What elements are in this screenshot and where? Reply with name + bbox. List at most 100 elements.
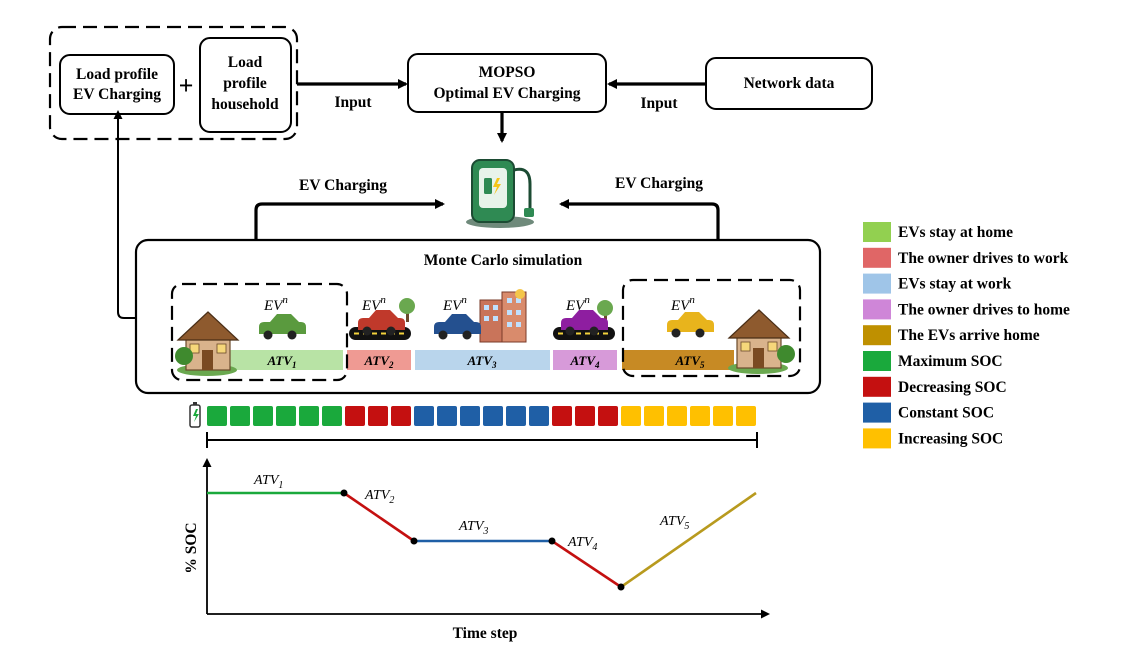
ev-n-label: EVn xyxy=(670,294,695,314)
legend-swatch xyxy=(863,428,891,449)
soc-cell xyxy=(667,406,687,426)
soc-cell xyxy=(368,406,388,426)
home-start-dashed-frame xyxy=(170,282,349,382)
legend-swatch xyxy=(863,402,891,423)
ev-charging-label-left: EV Charging xyxy=(299,177,387,194)
soc-segment-5 xyxy=(620,491,757,589)
soc-cell xyxy=(713,406,733,426)
car-icon xyxy=(434,314,481,340)
activity-bar-3 xyxy=(415,350,550,370)
soc-cell xyxy=(391,406,411,426)
feedback-arrow xyxy=(113,110,172,319)
activity-label-3: ATV3 xyxy=(466,353,497,370)
soc-segment-label-1: ATV1 xyxy=(253,473,283,491)
legend-label: The owner drives to work xyxy=(898,250,1069,267)
input-label-left: Input xyxy=(334,94,372,111)
soc-cell xyxy=(460,406,480,426)
soc-cell xyxy=(299,406,319,426)
load-profile-ev-line1: Load profile xyxy=(76,66,158,83)
battery-icon xyxy=(189,402,201,428)
soc-cell xyxy=(322,406,342,426)
legend-label: Maximum SOC xyxy=(898,353,1003,370)
soc-segment-label-3: ATV3 xyxy=(458,519,488,537)
legend-swatch xyxy=(863,376,891,397)
soc-point xyxy=(340,489,348,497)
soc-cell xyxy=(575,406,595,426)
legend-label: EVs stay at home xyxy=(898,224,1013,241)
soc-cell xyxy=(736,406,756,426)
soc-chart-y-label: % SOC xyxy=(183,522,200,573)
mopso-box xyxy=(407,53,607,113)
household-line2: profile xyxy=(223,75,267,92)
legend-swatch xyxy=(863,325,891,346)
household-line3: household xyxy=(211,96,279,113)
car-icon xyxy=(358,310,405,336)
activity-bar-5 xyxy=(622,350,734,370)
car-icon xyxy=(561,310,608,336)
legend-label: The EVs arrive home xyxy=(898,327,1040,344)
legend-swatch xyxy=(863,299,891,320)
input-label-right: Input xyxy=(640,95,678,112)
soc-segment-label-4: ATV4 xyxy=(567,535,597,553)
ev-n-label: EVn xyxy=(361,294,386,314)
soc-cell xyxy=(345,406,365,426)
mopso-line1: MOPSO xyxy=(479,64,536,81)
soc-cell xyxy=(598,406,618,426)
house-icon xyxy=(175,311,240,376)
ev-charging-label-right: EV Charging xyxy=(615,175,703,192)
ev-n-label: EVn xyxy=(263,294,288,314)
soc-cell xyxy=(253,406,273,426)
car-icon xyxy=(259,314,306,340)
soc-chart-x-label: Time step xyxy=(453,625,518,642)
ev-charging-arrow-left xyxy=(254,199,445,270)
ev-charging-arrow-right xyxy=(559,199,720,270)
mopso-line2: Optimal EV Charging xyxy=(434,85,581,102)
load-profile-household-box xyxy=(199,37,292,133)
load-profile-ev-box xyxy=(59,54,175,115)
soc-point xyxy=(548,537,556,545)
soc-cell xyxy=(621,406,641,426)
plus-sign: + xyxy=(179,71,194,100)
house-icon xyxy=(727,309,795,374)
network-data-label: Network data xyxy=(744,75,835,92)
activity-label-5: ATV5 xyxy=(674,353,705,370)
activity-bar-4 xyxy=(553,350,617,370)
monte-carlo-title: Monte Carlo simulation xyxy=(424,252,583,269)
soc-segment-4 xyxy=(551,539,622,589)
soc-cell xyxy=(437,406,457,426)
soc-point xyxy=(617,583,625,591)
load-profile-ev-line2: EV Charging xyxy=(73,86,161,103)
soc-segment-label-5: ATV5 xyxy=(659,514,689,532)
soc-cell xyxy=(644,406,664,426)
charging-station-icon xyxy=(466,159,534,228)
activity-bar-1 xyxy=(221,350,343,370)
soc-cell xyxy=(276,406,296,426)
soc-cell xyxy=(230,406,250,426)
legend-swatch xyxy=(863,222,891,242)
soc-cell xyxy=(414,406,434,426)
office-building-icon xyxy=(479,289,527,343)
soc-cell xyxy=(483,406,503,426)
soc-segment-2 xyxy=(343,491,415,543)
legend-swatch xyxy=(863,273,891,294)
soc-cell xyxy=(506,406,526,426)
soc-cell xyxy=(690,406,710,426)
household-line1: Load xyxy=(228,54,263,71)
home-end-dashed-frame xyxy=(621,278,802,378)
legend-label: Increasing SOC xyxy=(898,430,1003,447)
soc-cell xyxy=(552,406,572,426)
tree-icon xyxy=(399,298,415,322)
activity-label-1: ATV1 xyxy=(266,353,296,370)
ev-n-label: EVn xyxy=(565,294,590,314)
legend-swatch xyxy=(863,247,891,268)
soc-cell xyxy=(529,406,549,426)
activity-bar-2 xyxy=(347,350,411,370)
ev-n-label: EVn xyxy=(442,294,467,314)
legend-label: Decreasing SOC xyxy=(898,379,1007,396)
soc-cell xyxy=(207,406,227,426)
legend-swatch xyxy=(863,351,891,371)
soc-point xyxy=(410,537,418,545)
soc-strip xyxy=(207,406,756,426)
